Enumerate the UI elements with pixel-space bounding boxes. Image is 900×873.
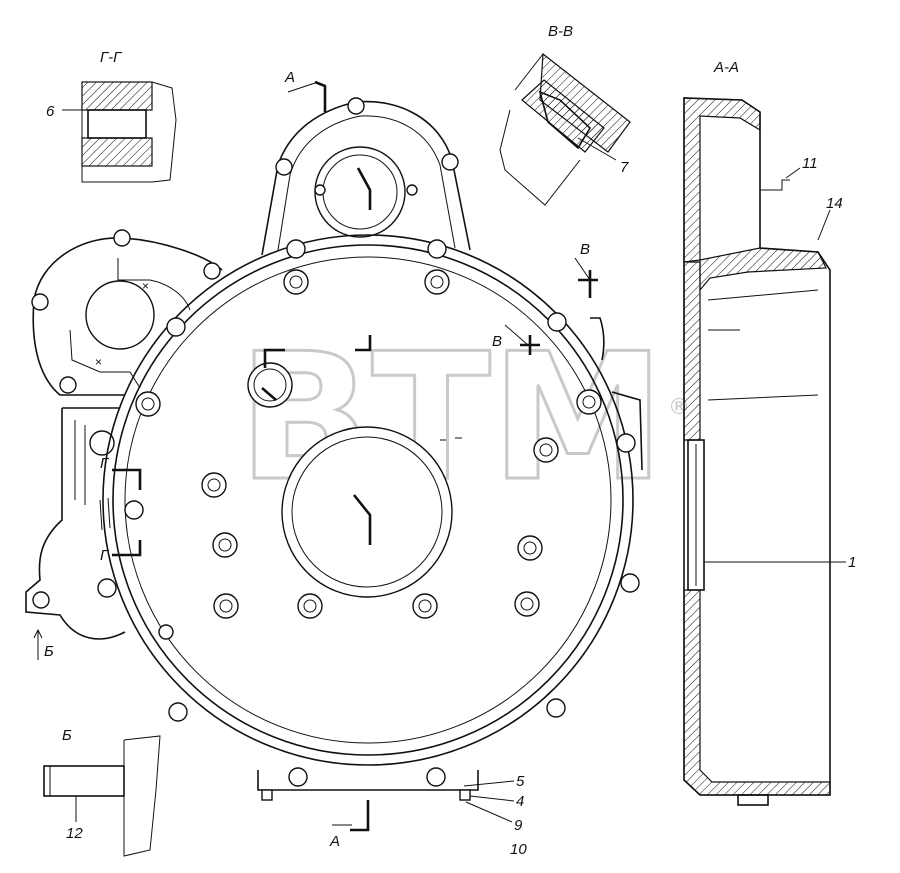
top-turret-inner	[277, 115, 456, 251]
view-b-title: Б	[62, 727, 72, 744]
callout-4: 4	[516, 793, 524, 810]
cut-marks	[33, 80, 598, 832]
callout-11: 11	[802, 155, 818, 172]
bolt-hole	[427, 239, 447, 259]
inspection-bore	[247, 362, 293, 408]
turret-bore	[314, 146, 406, 238]
leader-4	[469, 795, 515, 802]
arrow-b	[33, 628, 43, 660]
mark-b-arrow: Б	[44, 643, 54, 660]
mark-a-top: А	[284, 69, 295, 86]
leader-14	[817, 209, 831, 241]
bottom-nut	[459, 789, 471, 801]
leader-11	[785, 167, 801, 179]
bolt-hole	[31, 293, 49, 311]
leader-5	[463, 780, 515, 787]
detail-b	[43, 735, 161, 857]
flange-bolt-holes	[97, 239, 640, 787]
housing-flange-inner	[112, 244, 624, 756]
bottom-nut	[261, 789, 273, 801]
mark-a-bottom: А	[329, 833, 340, 850]
bore-break-mark	[352, 494, 372, 545]
bolt-hole	[166, 317, 186, 337]
seal-1	[687, 439, 705, 591]
bushing-6	[87, 109, 147, 139]
housing-bore-edge	[124, 256, 612, 744]
detail-gg	[62, 81, 177, 183]
cut-v-mid	[520, 335, 540, 355]
section-g-top-mark	[112, 468, 142, 490]
view-gg-title: Г-Г	[100, 49, 123, 66]
bolt-hole	[441, 153, 459, 171]
callout-5: 5	[516, 773, 525, 790]
callout-14: 14	[826, 195, 843, 212]
bolt-hole	[97, 578, 117, 598]
labels: Г-Г В-В А-А Б А А В В Г Г Б 6 7 11 14 1 …	[44, 23, 856, 858]
housing-outer-flange	[102, 234, 634, 766]
bolt-hole	[203, 262, 221, 280]
section-aa	[683, 97, 846, 806]
bolt-hole	[59, 376, 77, 394]
svg-text:×: ×	[95, 355, 102, 369]
callout-9: 9	[514, 817, 523, 834]
left-lobe-bore	[85, 280, 155, 350]
callout-6: 6	[46, 103, 55, 120]
callout-7: 7	[620, 159, 629, 176]
bolt-hole	[286, 239, 306, 259]
cut-a-bottom	[350, 800, 370, 832]
housing-section-profile	[683, 97, 831, 796]
bolt-hole	[347, 97, 365, 115]
bolt-hole	[616, 433, 636, 453]
main-view: × ×	[25, 97, 643, 801]
mark-g-bottom: Г	[100, 547, 110, 564]
right-lug	[590, 317, 643, 471]
callout-1: 1	[848, 554, 856, 571]
svg-text:×: ×	[142, 279, 149, 293]
bolt-hole	[275, 158, 293, 176]
bolt-hole	[288, 767, 308, 787]
cut-a-top	[314, 80, 327, 112]
section-g-bottom-mark	[112, 540, 142, 557]
bottom-foot	[257, 770, 479, 791]
view-aa-title: А-А	[713, 59, 739, 76]
bolt-hole	[546, 698, 566, 718]
insert-7	[538, 90, 592, 150]
turret-break-mark	[356, 167, 372, 210]
leader-7	[577, 137, 617, 161]
stud-12	[43, 765, 125, 797]
left-lower-lobe	[25, 407, 126, 640]
stud-11	[760, 179, 790, 191]
bolt-hole	[426, 767, 446, 787]
bolt-hole	[113, 229, 131, 247]
detail-vv	[499, 52, 631, 206]
view-vv-title: В-В	[548, 23, 573, 40]
callout-12: 12	[66, 825, 83, 842]
bolt-hole	[620, 573, 640, 593]
bolt-hole	[32, 591, 50, 609]
inner-holes	[135, 269, 602, 640]
cut-v-top	[578, 270, 598, 298]
bolt-hole	[124, 500, 144, 520]
mark-v-top: В	[580, 241, 590, 258]
callout-10: 10	[510, 841, 527, 858]
mark-g-top: Г	[100, 455, 110, 472]
left-upper-lobe	[32, 237, 223, 396]
bolt-hole	[547, 312, 567, 332]
mark-v-mid: В	[492, 333, 502, 350]
bolt-hole	[168, 702, 188, 722]
leader-9	[465, 801, 513, 823]
